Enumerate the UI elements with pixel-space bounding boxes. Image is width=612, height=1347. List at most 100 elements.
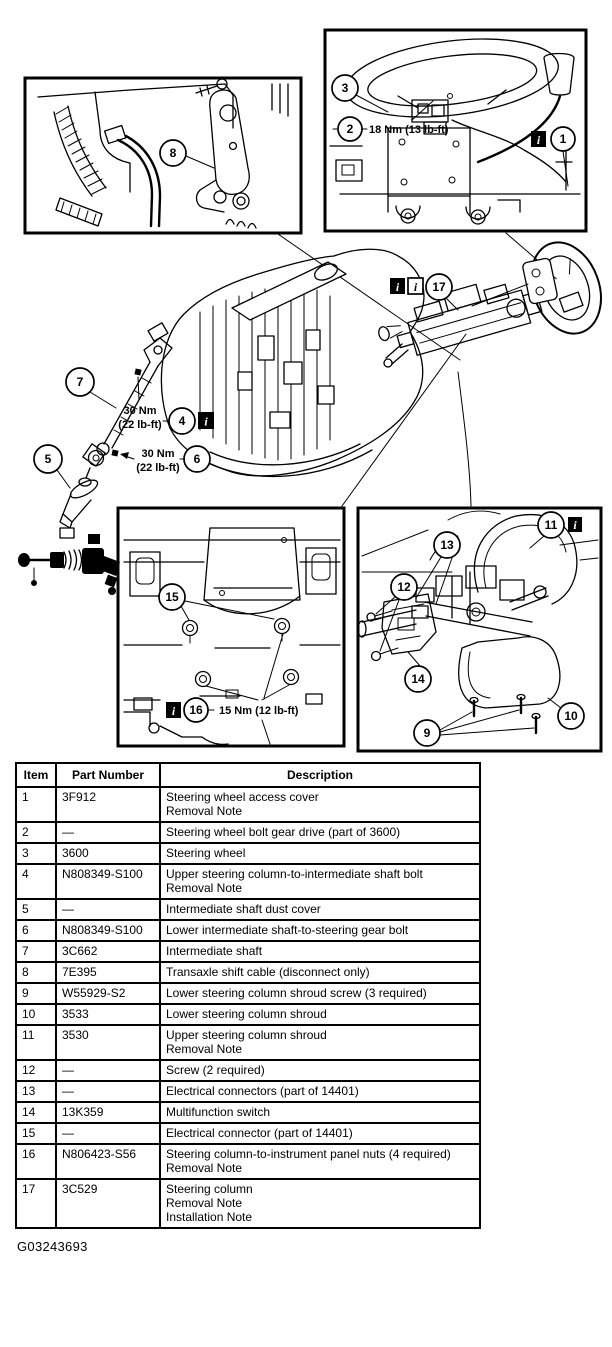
callout-10: 10 [557,702,585,730]
svg-text:7: 7 [77,375,84,389]
callout-14: 14 [404,665,432,693]
figure-reference-code: G03243693 [17,1239,88,1254]
info-note-icon: i [390,278,405,294]
item-number-cell: 10 [15,1003,57,1026]
info-note-icon: i [166,702,181,718]
callout-16: 16 [183,697,209,723]
svg-text:9: 9 [424,726,431,740]
part-number-cell: — [55,1059,161,1082]
callout-9: 9 [413,719,441,747]
column-shrouds-drawing [357,510,599,735]
callout-17: 17 [425,273,453,301]
svg-text:i: i [573,518,577,532]
description-line: Electrical connectors (part of 14401) [166,1084,359,1098]
torque-label-lower-bolt-line1: 30 Nm [141,448,174,460]
callout-15: 15 [158,583,186,611]
description-line: Lower steering column shroud [166,1007,327,1021]
table-row: 5—Intermediate shaft dust cover [15,898,481,921]
callout-5-leader [56,469,71,489]
callout-14-leader [407,651,421,667]
callout-7: 7 [65,367,95,397]
part-number-cell: — [55,821,161,844]
part-number-cell: W55929-S2 [55,982,161,1005]
description-line: Electrical connector (part of 14401) [166,1126,353,1140]
inset-border [323,28,588,233]
svg-text:10: 10 [564,709,578,723]
callout-13: 13 [433,531,461,559]
svg-text:15: 15 [165,590,179,604]
inset-border [23,76,303,235]
torque-label-upper-bolt-line2: (22 lb-ft) [118,419,162,431]
description-line: Removal Note [166,1196,243,1210]
part-number-cell: — [55,1080,161,1103]
torque-label-column-nuts: 15 Nm (12 lb-ft) [219,705,299,717]
inset-steering-wheel: 3 2 18 Nm (13 lb-ft) i 1 [323,28,588,233]
description-line: Removal Note [166,881,243,895]
description-cell: Lower steering column shroud [159,1003,481,1026]
steering-gear-drawing [18,534,120,595]
description-line: Steering column-to-instrument panel nuts… [166,1147,451,1161]
item-number-cell: 17 [15,1178,57,1229]
description-cell: Lower intermediate shaft-to-steering gea… [159,919,481,942]
part-number-cell: — [55,1122,161,1145]
svg-text:2: 2 [347,122,354,136]
callout-9-leaders [439,709,535,736]
figure-diagram: 8 [18,28,603,753]
callout-2: 2 [337,116,363,142]
table-row: 13—Electrical connectors (part of 14401) [15,1080,481,1103]
callout-4: 4 [168,407,196,435]
exploded-view-figure: 8 [18,28,603,753]
description-line: Screw (2 required) [166,1063,265,1077]
svg-text:14: 14 [411,672,425,686]
info-note-icon: i [568,517,582,532]
column-header-part-number: Part Number [55,762,161,788]
callout-1: 1 [550,126,576,152]
callout-3-leader [355,94,389,113]
item-number-cell: 6 [15,919,57,942]
svg-text:16: 16 [189,703,203,717]
shift-cable-drawing [37,78,289,229]
inset-column-shrouds: 11 i 13 12 14 10 9 [356,506,603,753]
description-cell: Screw (2 required) [159,1059,481,1082]
torque-label-lower-bolt-line2: (22 lb-ft) [136,462,180,474]
part-number-cell: N808349-S100 [55,919,161,942]
item-number-cell: 9 [15,982,57,1005]
callout-6: 6 [183,445,211,473]
description-cell: Multifunction switch [159,1101,481,1124]
callout-5: 5 [33,444,63,474]
item-number-cell: 5 [15,898,57,921]
callout-11: 11 [537,511,565,539]
description-line: Removal Note [166,1161,243,1175]
callout-1-leader [562,150,569,187]
svg-text:i: i [537,133,541,147]
column-header-item: Item [15,762,57,788]
callout-7-leader [89,391,117,409]
description-line: Removal Note [166,804,243,818]
installation-note-icon: i [407,277,424,295]
item-number-cell: 4 [15,863,57,900]
description-line: Transaxle shift cable (disconnect only) [166,965,370,979]
callout-17-leader [445,297,459,311]
description-cell: Lower steering column shroud screw (3 re… [159,982,481,1005]
part-number-cell: 3F912 [55,786,161,823]
svg-text:i: i [396,280,400,294]
inset-border [116,506,346,748]
column-mounting-drawing [123,527,341,745]
part-number-cell: 3C529 [55,1178,161,1229]
description-cell: Steering wheel [159,842,481,865]
description-cell: Steering column-to-instrument panel nuts… [159,1143,481,1180]
svg-text:17: 17 [432,280,446,294]
svg-text:5: 5 [45,452,52,466]
svg-text:1: 1 [560,132,567,146]
